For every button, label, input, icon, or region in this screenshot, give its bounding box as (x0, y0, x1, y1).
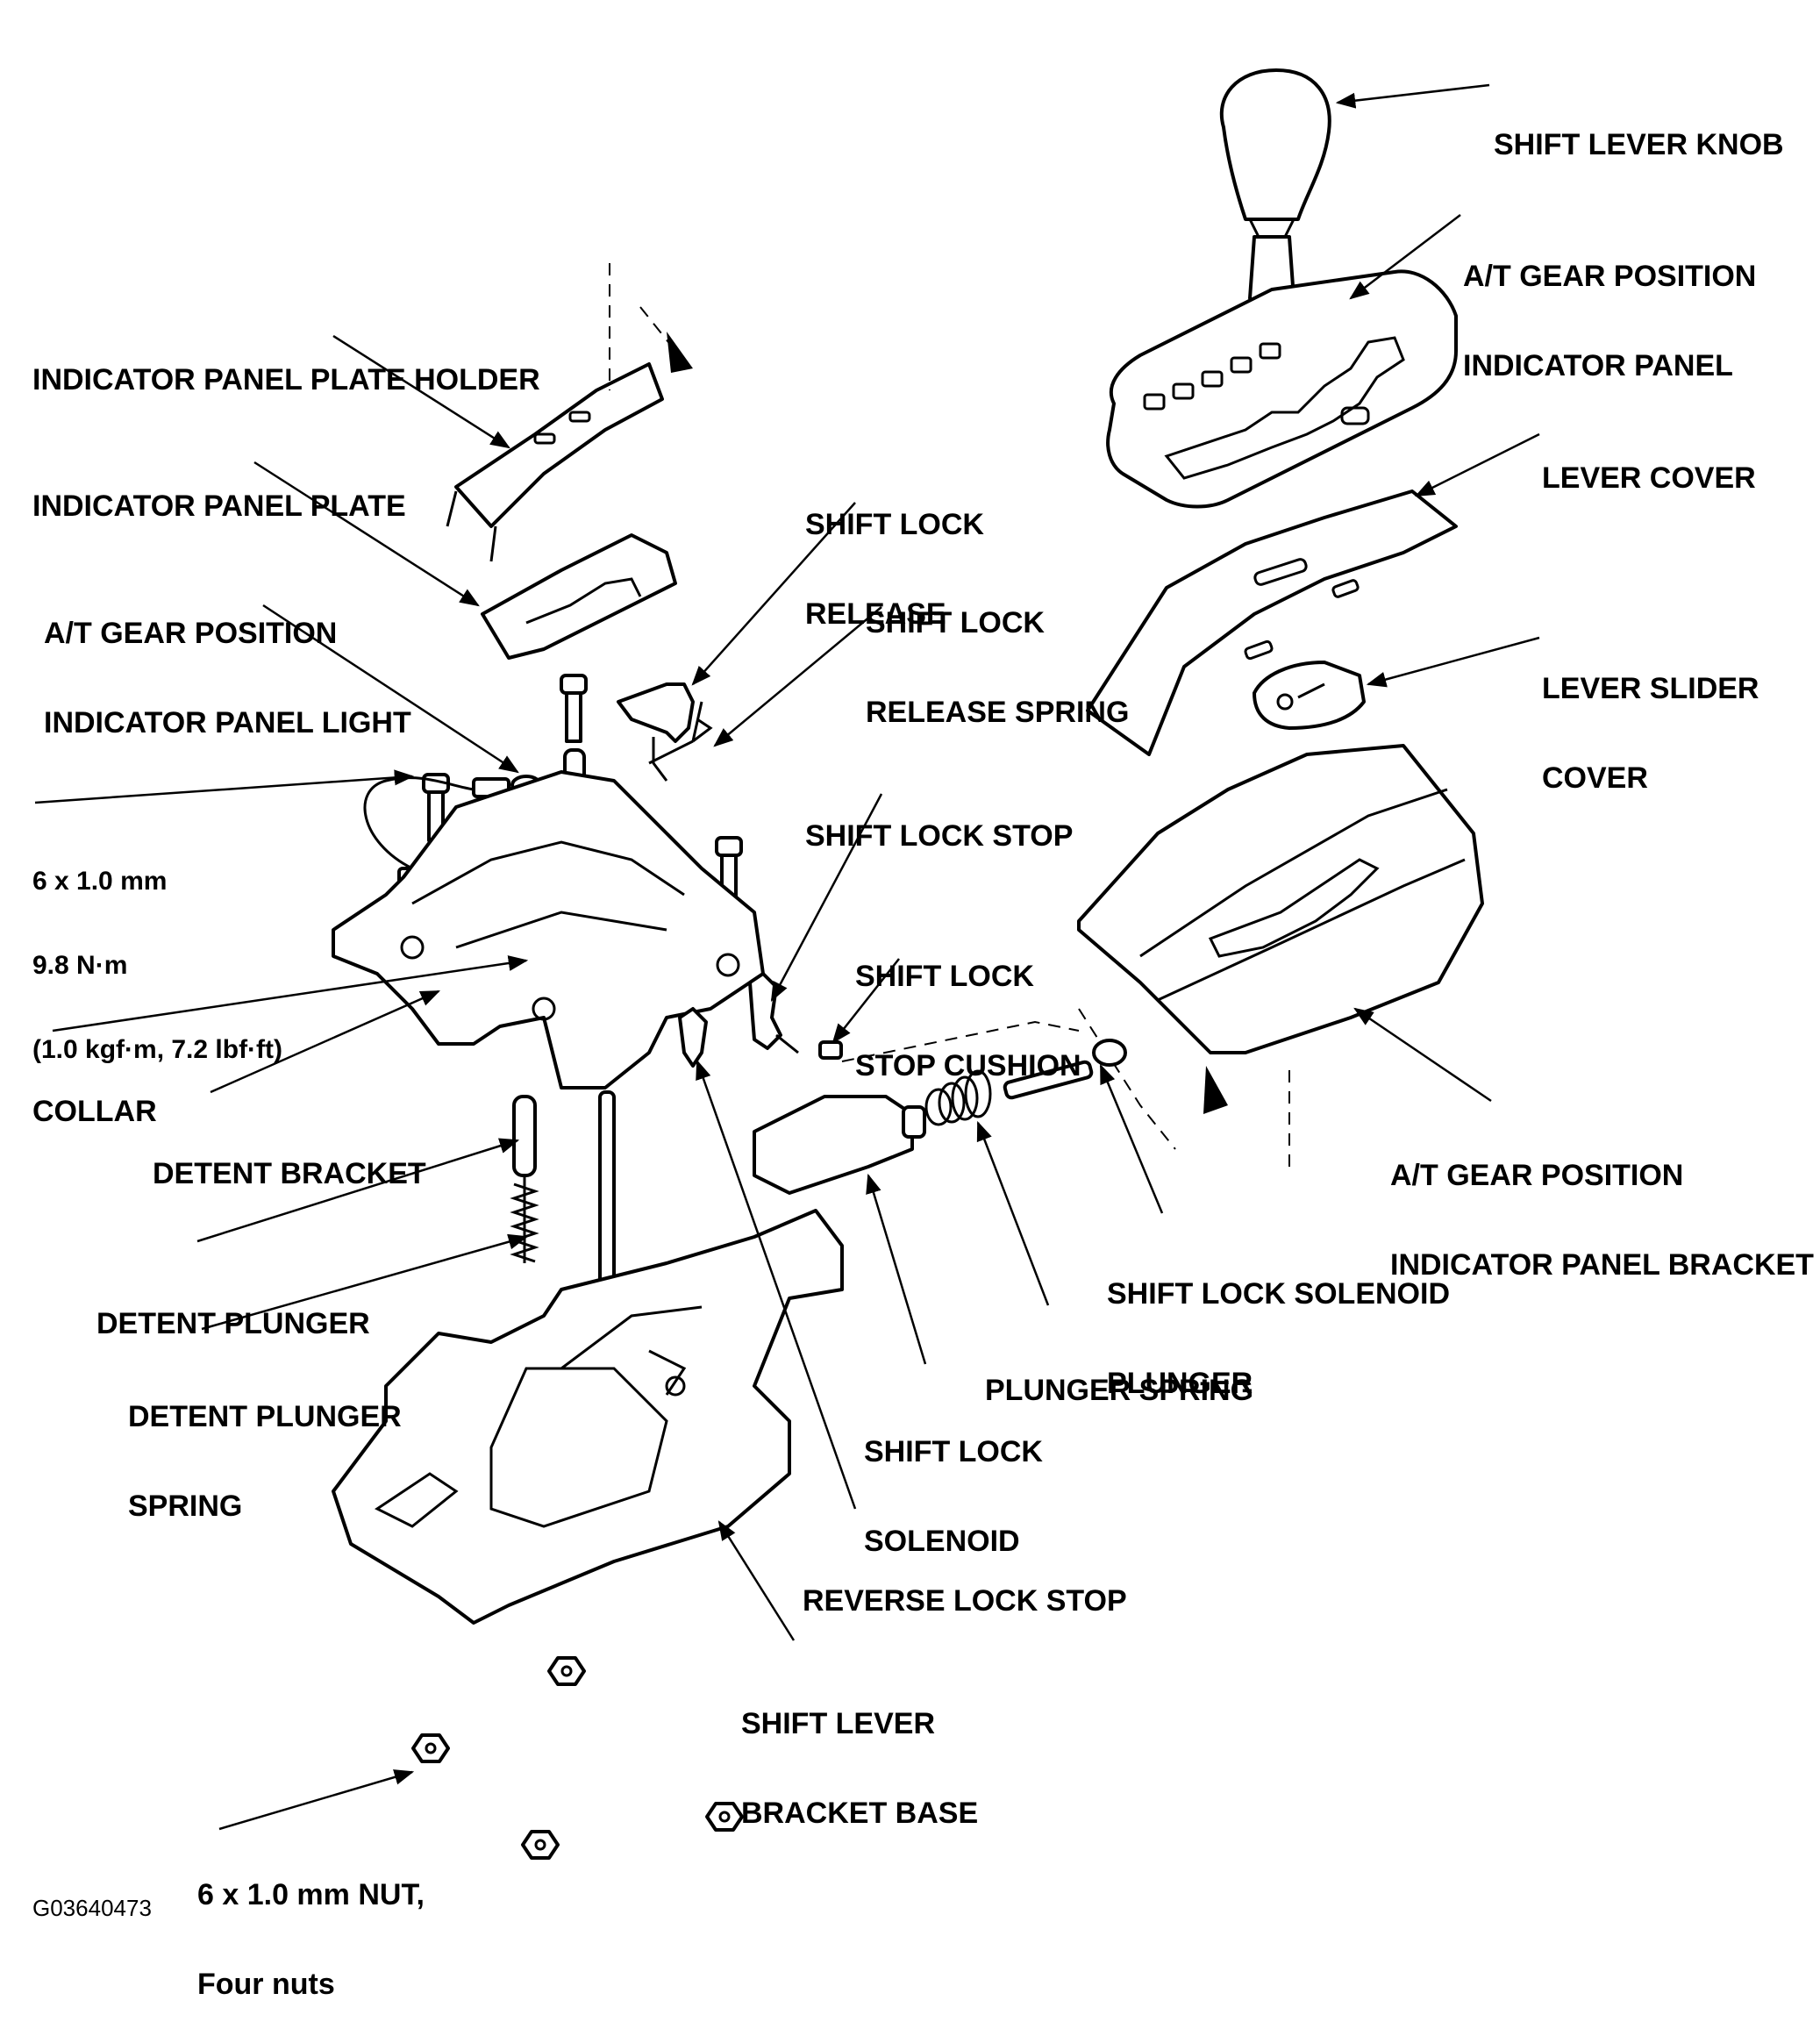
plate-holder-part (446, 362, 664, 562)
stop-cushion-part (818, 1040, 843, 1060)
label-lever-slider-cover: LEVER SLIDER COVER (1542, 672, 1759, 795)
release-spring-part (648, 701, 713, 765)
indicator-panel-bracket-part (1077, 744, 1484, 1054)
label-plunger-spring: PLUNGER SPRING (985, 1374, 1254, 1407)
label-shift-lock-release: SHIFT LOCK RELEASE (805, 508, 984, 631)
nuts (411, 1656, 744, 1860)
label-shift-lever-knob: SHIFT LEVER KNOB (1494, 128, 1784, 161)
label-shift-lock-stop: SHIFT LOCK STOP (805, 819, 1074, 853)
label-detent-plunger: DETENT PLUNGER (96, 1307, 370, 1340)
label-collar: COLLAR (32, 1095, 157, 1128)
shift-lever-knob-part (1219, 68, 1331, 313)
shift-lock-release-part (617, 682, 695, 782)
label-stop-cushion: SHIFT LOCK STOP CUSHION (855, 960, 1081, 1082)
label-detent-plunger-spring: DETENT PLUNGER SPRING (128, 1400, 402, 1523)
plunger-spring-part (924, 1069, 992, 1126)
bracket-direction-marks (1078, 1008, 1290, 1175)
bracket-base-part (332, 1209, 844, 1625)
indicator-panel-part (1106, 269, 1458, 509)
label-release-spring: SHIFT LOCK RELEASE SPRING (866, 606, 1130, 729)
reverse-lock-stop-part (678, 1007, 708, 1068)
label-indicator-panel-bracket: A/T GEAR POSITION INDICATOR PANEL BRACKE… (1390, 1159, 1814, 1282)
lever-slider-cover-part (1253, 661, 1366, 730)
solenoid-axis-line (841, 1020, 1080, 1062)
label-detent-bracket: DETENT BRACKET (153, 1157, 426, 1190)
top-dashed-guide (609, 263, 693, 390)
figure-id: G03640473 (32, 1895, 152, 1921)
label-panel-light: A/T GEAR POSITION INDICATOR PANEL LIGHT (44, 617, 411, 739)
label-nut-spec: 6 x 1.0 mm NUT, Four nuts (197, 1878, 425, 2001)
panel-plate-part (481, 533, 677, 660)
leader-lines (34, 83, 1540, 1831)
label-lever-cover: LEVER COVER (1542, 461, 1756, 495)
label-bolt-spec: 6 x 1.0 mm 9.8 N·m (1.0 kgf·m, 7.2 lbf·f… (32, 867, 283, 1064)
label-plate-holder: INDICATOR PANEL PLATE HOLDER (32, 363, 540, 397)
detent-bracket-part (332, 770, 765, 1090)
label-bracket-base: SHIFT LEVER BRACKET BASE (741, 1707, 979, 1830)
label-panel-plate: INDICATOR PANEL PLATE (32, 489, 406, 523)
detent-plunger-part (510, 1095, 539, 1263)
lever-cover-part (1086, 489, 1458, 756)
label-reverse-lock-stop: REVERSE LOCK STOP (803, 1584, 1127, 1618)
label-solenoid-plunger: SHIFT LOCK SOLENOID PLUNGER (1107, 1277, 1450, 1400)
shift-lock-stop-part (748, 972, 799, 1054)
exploded-diagram (34, 68, 1540, 1860)
shift-lock-solenoid-part (753, 1095, 926, 1195)
label-indicator-panel: A/T GEAR POSITION INDICATOR PANEL (1463, 260, 1757, 382)
label-shift-lock-solenoid: SHIFT LOCK SOLENOID (864, 1435, 1043, 1558)
